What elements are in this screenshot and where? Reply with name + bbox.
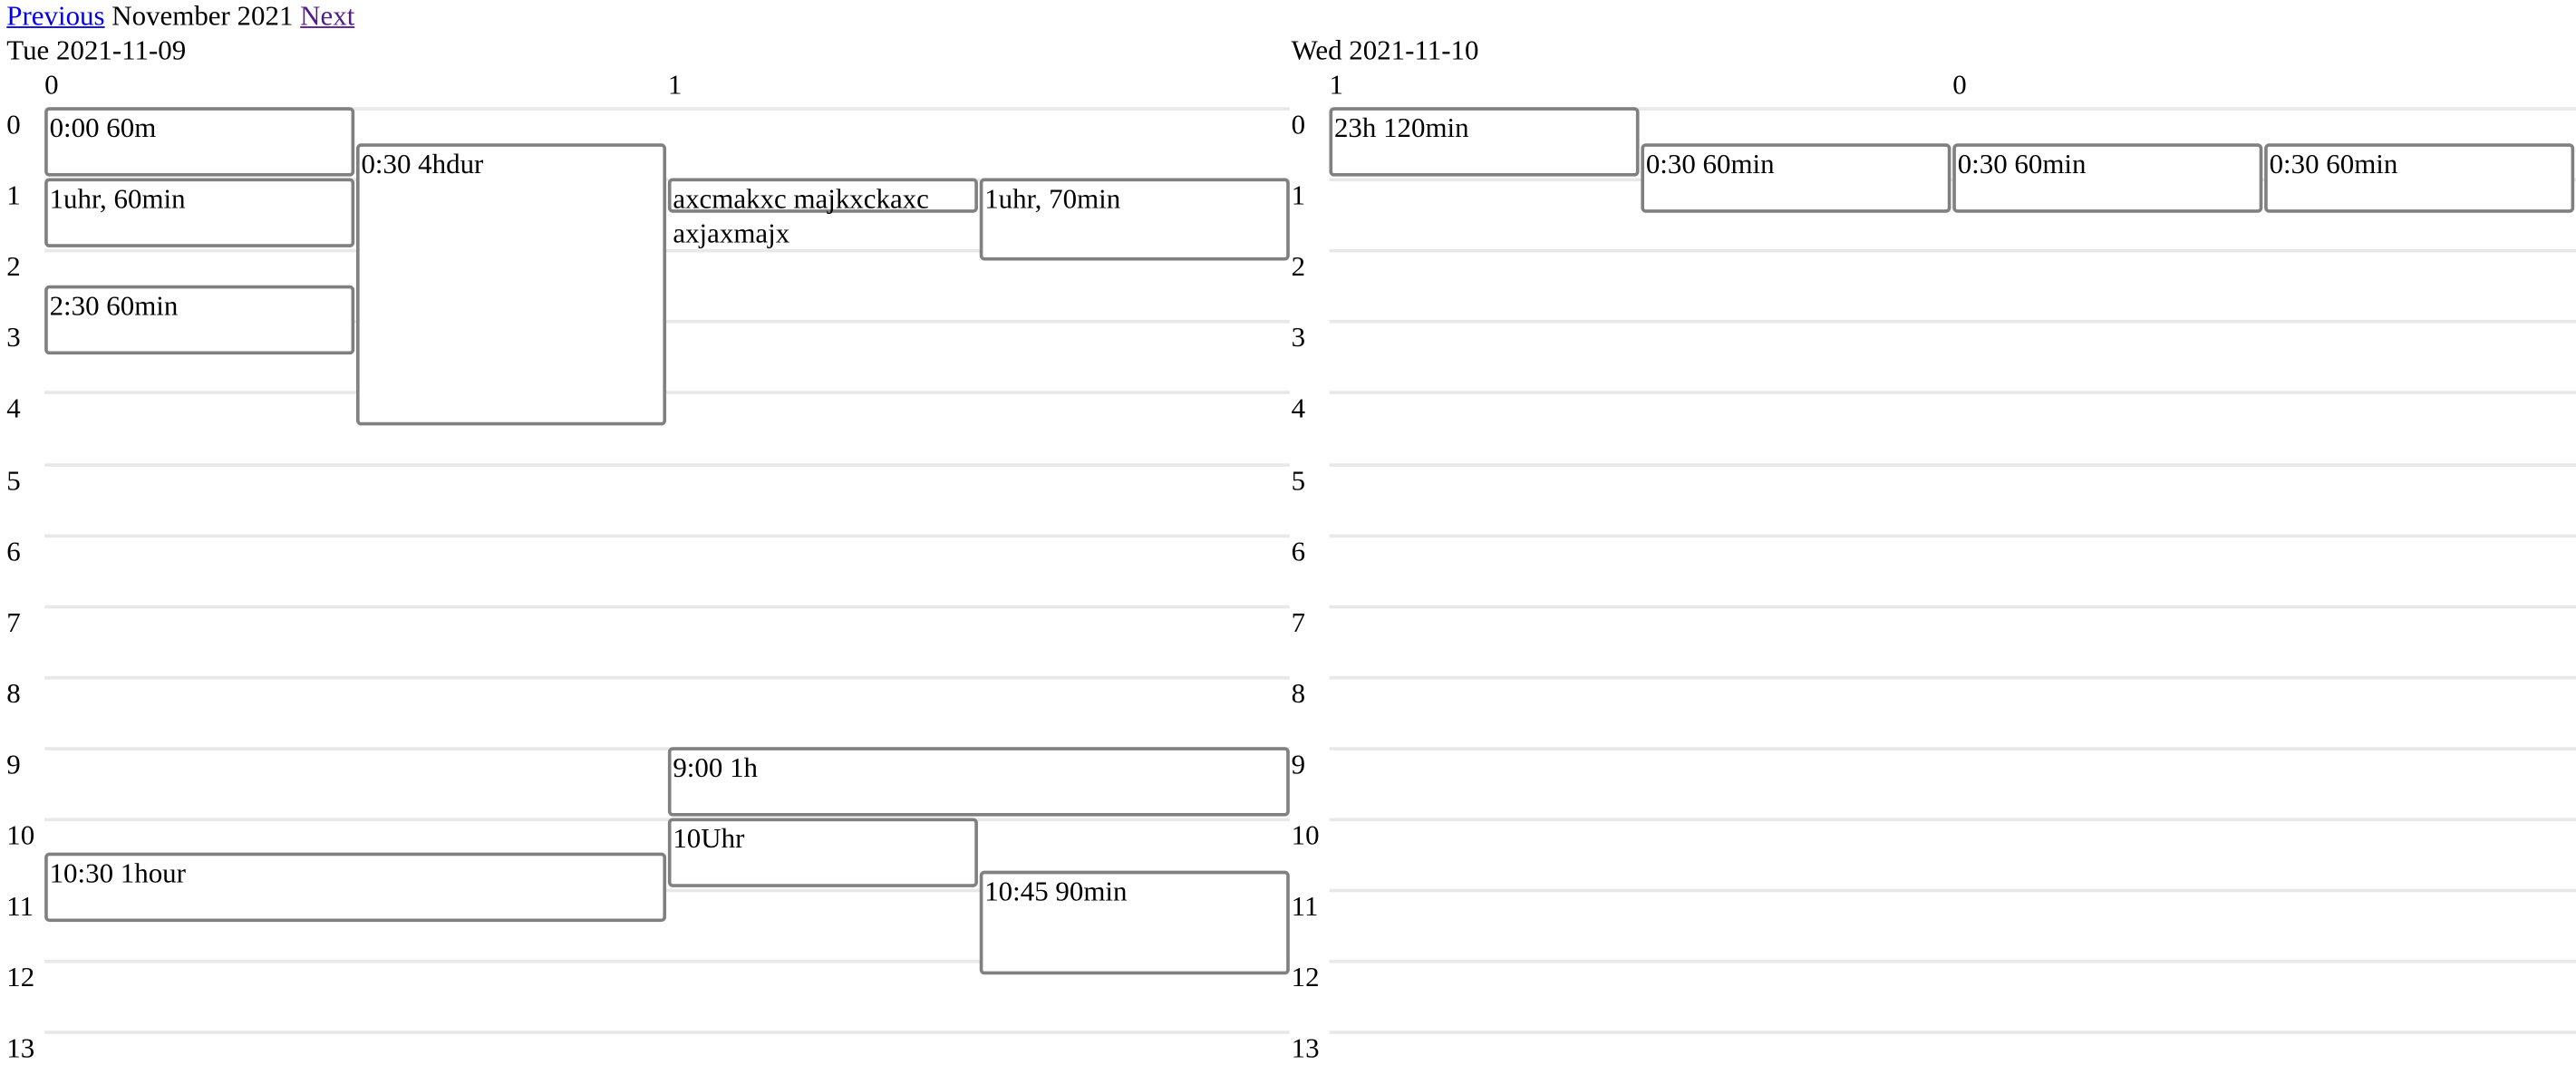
calendar-event[interactable]: 0:30 60min xyxy=(1952,143,2263,213)
calendar-event[interactable]: 10Uhr xyxy=(667,818,978,887)
hour-gridline xyxy=(1329,605,2576,609)
hour-gridline xyxy=(1329,888,2576,893)
calendar-event[interactable]: 10:30 1hour xyxy=(44,852,667,923)
calendar-event[interactable]: 0:00 60m xyxy=(44,107,355,177)
calendar-event[interactable]: 0:30 4hdur xyxy=(356,143,667,426)
hour-gridline xyxy=(44,1031,1290,1034)
hour-gridline xyxy=(44,818,1290,822)
hour-label: 7 xyxy=(6,606,21,639)
hour-label: 1 xyxy=(1291,179,1306,211)
hour-gridline xyxy=(1329,534,2576,538)
hour-label: 1 xyxy=(6,179,21,211)
hour-label: 10 xyxy=(6,819,35,851)
hour-label: 2 xyxy=(6,250,21,283)
month-label: November 2021 xyxy=(111,0,294,32)
hour-gridline xyxy=(44,959,1290,963)
hour-gridline xyxy=(44,534,1290,538)
hour-label: 5 xyxy=(1291,465,1306,497)
hour-label: 10 xyxy=(1291,819,1320,851)
column-header: 0 xyxy=(1952,69,1967,101)
calendar-event[interactable]: axcmakxc majkxckaxc axjaxmajx xyxy=(667,178,978,249)
hour-label: 0 xyxy=(1291,109,1306,140)
calendar-event[interactable]: 9:00 1h xyxy=(667,747,1290,817)
column-header: 1 xyxy=(667,69,683,101)
hour-gridline xyxy=(44,319,1290,324)
hour-label: 4 xyxy=(1291,392,1306,424)
column-header: 1 xyxy=(1329,69,1343,101)
calendar-event[interactable]: 2:30 60min xyxy=(44,285,355,355)
hour-gridline xyxy=(44,248,1290,253)
hour-label: 4 xyxy=(6,392,21,424)
hour-gridline xyxy=(1329,319,2576,324)
previous-link[interactable]: Previous xyxy=(6,0,105,32)
hour-label: 2 xyxy=(1291,250,1306,283)
hour-label: 6 xyxy=(1291,536,1306,567)
hour-gridline xyxy=(44,463,1290,467)
hour-label: 13 xyxy=(6,1031,35,1064)
hour-label: 11 xyxy=(6,890,34,923)
hour-gridline xyxy=(44,747,1290,750)
hour-label: 9 xyxy=(1291,749,1306,780)
hour-label: 12 xyxy=(6,961,35,993)
hour-gridline xyxy=(1329,107,2576,111)
hour-gridline xyxy=(1329,747,2576,750)
column-header: 0 xyxy=(44,69,59,101)
hour-gridline xyxy=(44,178,1290,182)
day-title: Wed 2021-11-10 xyxy=(1291,34,1479,66)
hour-label: 6 xyxy=(6,536,21,567)
hour-label: 8 xyxy=(6,677,21,710)
month-navigation: Previous November 2021 Next xyxy=(6,0,354,33)
calendar-event[interactable]: 1uhr, 70min xyxy=(979,178,1290,261)
hour-label: 9 xyxy=(6,749,21,780)
hour-gridline xyxy=(1329,463,2576,467)
calendar-event[interactable]: 0:30 60min xyxy=(2264,143,2575,213)
hour-label: 12 xyxy=(1291,961,1320,993)
hour-gridline xyxy=(1329,1031,2576,1034)
hour-label: 0 xyxy=(6,109,21,140)
hour-gridline xyxy=(1329,959,2576,963)
hour-gridline xyxy=(44,888,1290,893)
hour-gridline xyxy=(44,107,1290,111)
calendar-event[interactable]: 1uhr, 60min xyxy=(44,178,355,247)
hour-gridline xyxy=(1329,248,2576,253)
hour-gridline xyxy=(1329,818,2576,822)
hour-gridline xyxy=(44,391,1290,394)
hour-gridline xyxy=(44,605,1290,609)
hour-label: 11 xyxy=(1291,890,1319,923)
hour-gridline xyxy=(44,675,1290,680)
hour-label: 7 xyxy=(1291,606,1306,639)
calendar-event[interactable]: 23h 120min xyxy=(1329,107,1640,177)
calendar-event[interactable]: 0:30 60min xyxy=(1641,143,1951,213)
hour-label: 8 xyxy=(1291,677,1306,710)
hour-label: 5 xyxy=(6,465,21,497)
hour-label: 13 xyxy=(1291,1031,1320,1064)
hour-label: 3 xyxy=(1291,321,1306,353)
calendar-event[interactable]: 10:45 90min xyxy=(979,870,1290,975)
day-title: Tue 2021-11-09 xyxy=(6,34,187,66)
next-link[interactable]: Next xyxy=(300,0,355,32)
hour-label: 3 xyxy=(6,321,21,353)
hour-gridline xyxy=(1329,675,2576,680)
hour-gridline xyxy=(1329,391,2576,394)
